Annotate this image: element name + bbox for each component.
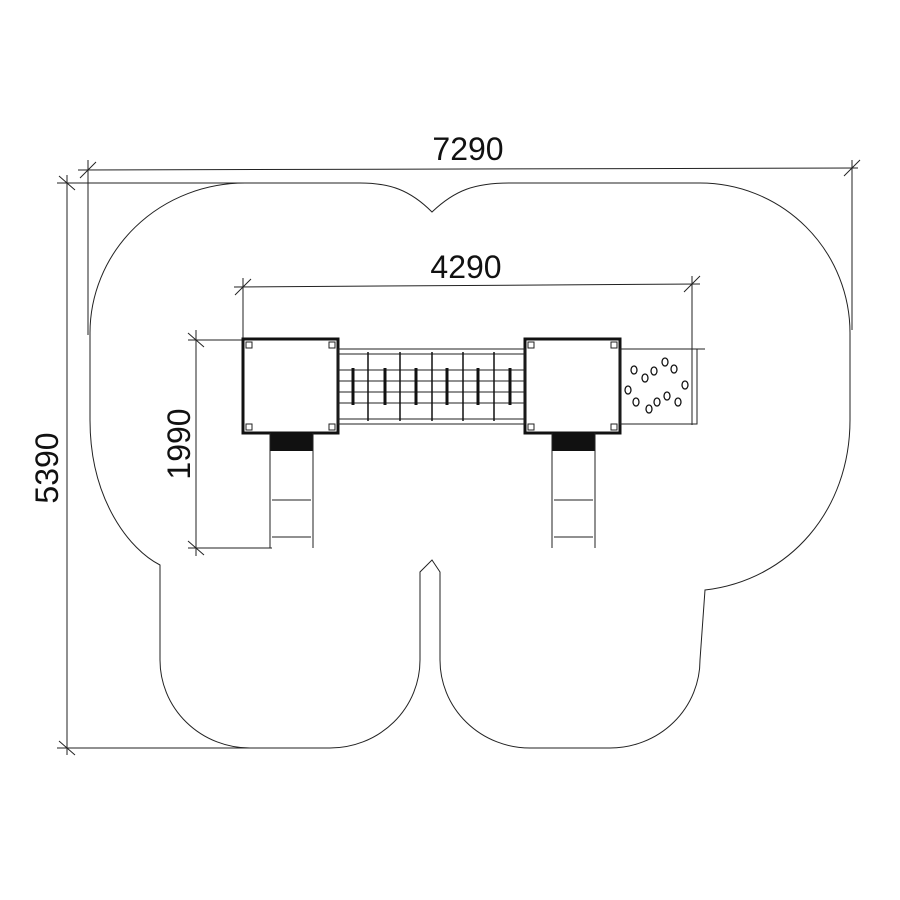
bridge — [337, 348, 526, 425]
climbing-hold — [624, 385, 632, 395]
climbing-hold — [681, 380, 689, 390]
left-ladder — [269, 433, 314, 548]
climbing-hold — [653, 397, 661, 407]
dimension-overall-width: 7290 — [77, 131, 861, 335]
climbing-hold — [641, 373, 649, 383]
climbing-hold — [632, 397, 640, 407]
dimension-label-1990: 1990 — [161, 408, 197, 479]
dimension-structure-depth: 1990 — [161, 330, 272, 556]
right-ladder — [551, 433, 596, 548]
dimension-overall-depth: 5390 — [29, 175, 250, 756]
dimension-label-7290: 7290 — [432, 131, 503, 167]
climbing-hold — [650, 366, 658, 376]
dimension-label-5390: 5390 — [29, 432, 65, 503]
climbing-hold — [674, 397, 682, 407]
right-tower-platform — [523, 337, 622, 435]
climbing-wall-panel — [619, 348, 705, 425]
climbing-hold — [670, 364, 678, 374]
safety-zone-outline — [89, 182, 851, 749]
climbing-hold — [645, 404, 653, 414]
climbing-hold — [630, 365, 638, 375]
climbing-hold — [661, 357, 669, 367]
left-tower-platform — [241, 337, 340, 435]
dimension-label-4290: 4290 — [430, 249, 501, 285]
dimension-structure-width: 4290 — [233, 249, 701, 425]
climbing-hold — [663, 391, 671, 401]
